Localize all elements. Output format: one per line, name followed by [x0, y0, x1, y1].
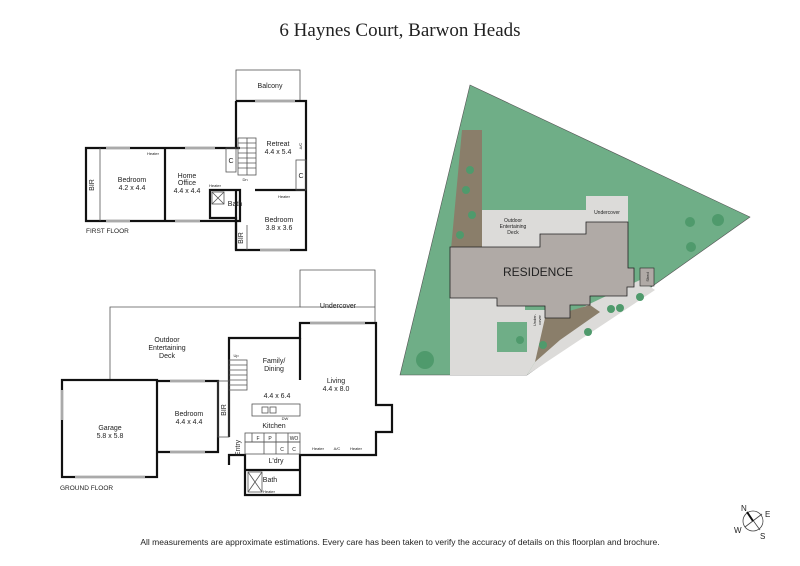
undercover-area: [586, 196, 628, 222]
site-deck-label-3: Deck: [507, 230, 519, 236]
site-undercover-small-2: cover: [537, 314, 542, 324]
bedroom1-size: 4.2 x 4.4: [119, 185, 146, 192]
cupboard-label-ground: C: [280, 447, 284, 453]
shed-label: Shed: [645, 272, 650, 281]
laundry-label: L'dry: [269, 458, 284, 465]
pantry-label: P: [268, 436, 272, 442]
bedroom2-label: Bedroom: [265, 217, 294, 224]
page-title: 6 Haynes Court, Barwon Heads: [279, 20, 521, 41]
deck-label-2: Entertaining: [148, 345, 185, 352]
family-label: Family/: [263, 358, 286, 365]
up-label: Up: [233, 353, 239, 358]
office-label-2: Office: [178, 180, 196, 187]
kitchen-island: [251, 403, 301, 417]
site-undercover-small: Under-: [532, 313, 537, 326]
garage-size: 5.8 x 5.8: [97, 433, 124, 440]
ground-floor-plan: Outdoor Entertaining Deck Undercover Fam…: [60, 269, 394, 497]
bedroom-label: Bedroom: [175, 411, 204, 418]
family-label-2: Dining: [264, 366, 284, 373]
bir-label-2: BIR: [238, 232, 245, 244]
office-label: Home: [178, 173, 197, 180]
dishwasher-label: DW: [282, 416, 289, 421]
site-undercover-label: Undercover: [594, 210, 620, 216]
shed: [639, 267, 655, 287]
compass-n: N: [741, 504, 747, 513]
deck-outline: [109, 269, 376, 380]
house-walls: [227, 321, 394, 497]
down-label: Dn: [242, 177, 247, 182]
stairs: [228, 359, 248, 391]
first-floor-plan: Balcony Retreat 4.4 x 5.4 Bedroom 4.2 x …: [84, 69, 308, 252]
staircase: [237, 137, 257, 176]
entry-label: Entry: [235, 439, 242, 456]
living-size: 4.4 x 8.0: [323, 386, 350, 393]
retreat-size: 4.4 x 5.4: [265, 149, 292, 156]
heater-label: Heater: [147, 151, 160, 156]
site-deck-label-2: Entertaining: [500, 224, 527, 230]
compass: N E S W: [734, 504, 770, 541]
cupboard-label: C: [228, 158, 233, 165]
site-deck-label: Outdoor: [504, 218, 522, 224]
garden-bed: [450, 130, 482, 260]
site-plan: RESIDENCE Outdoor Entertaining Deck Unde…: [399, 84, 751, 376]
heater-label-ground: Heater: [312, 446, 325, 451]
wall-oven-label: WO: [290, 436, 299, 442]
ac-label-ground: A/C: [334, 446, 341, 451]
compass-icon: [742, 510, 764, 532]
kitchen-label: Kitchen: [262, 423, 285, 430]
balcony-label: Balcony: [258, 83, 283, 90]
cupboard-label-ground-2: C: [292, 447, 296, 453]
retreat-label: Retreat: [267, 141, 290, 148]
bath-label-ground: Bath: [263, 477, 278, 484]
deck-label: Outdoor: [154, 337, 180, 344]
bedroom1-label: Bedroom: [118, 177, 147, 184]
ac-label: A/C: [298, 143, 303, 150]
residence-label: RESIDENCE: [503, 265, 573, 279]
compass-w: W: [734, 526, 742, 535]
living-label: Living: [327, 378, 345, 385]
residence: [449, 221, 635, 319]
ground-floor-label: GROUND FLOOR: [60, 485, 113, 492]
heater-label-2: Heater: [278, 194, 291, 199]
compass-s: S: [760, 532, 765, 541]
garage-label: Garage: [98, 425, 121, 432]
office-size: 4.4 x 4.4: [174, 188, 201, 195]
family-size: 4.4 x 6.4: [264, 393, 291, 400]
undercover-label: Undercover: [320, 303, 357, 310]
bir-label-ground: BIR: [221, 404, 228, 416]
deck-label-3: Deck: [159, 353, 175, 360]
compass-e: E: [765, 510, 770, 519]
disclaimer: All measurements are approximate estimat…: [140, 537, 660, 547]
heater-label-ground-2: Heater: [350, 446, 363, 451]
bedroom-size: 4.4 x 4.4: [176, 419, 203, 426]
bir-label: BIR: [89, 179, 96, 191]
bedroom2-size: 3.8 x 3.6: [266, 225, 293, 232]
heater-label-3: Heater: [209, 183, 222, 188]
fridge-label: F: [256, 436, 259, 442]
first-floor-label: FIRST FLOOR: [86, 228, 129, 235]
heater-label-ground-3: Heater: [263, 489, 276, 494]
bath-label: Bath: [228, 201, 243, 208]
cupboard-label-2: C: [298, 173, 303, 180]
